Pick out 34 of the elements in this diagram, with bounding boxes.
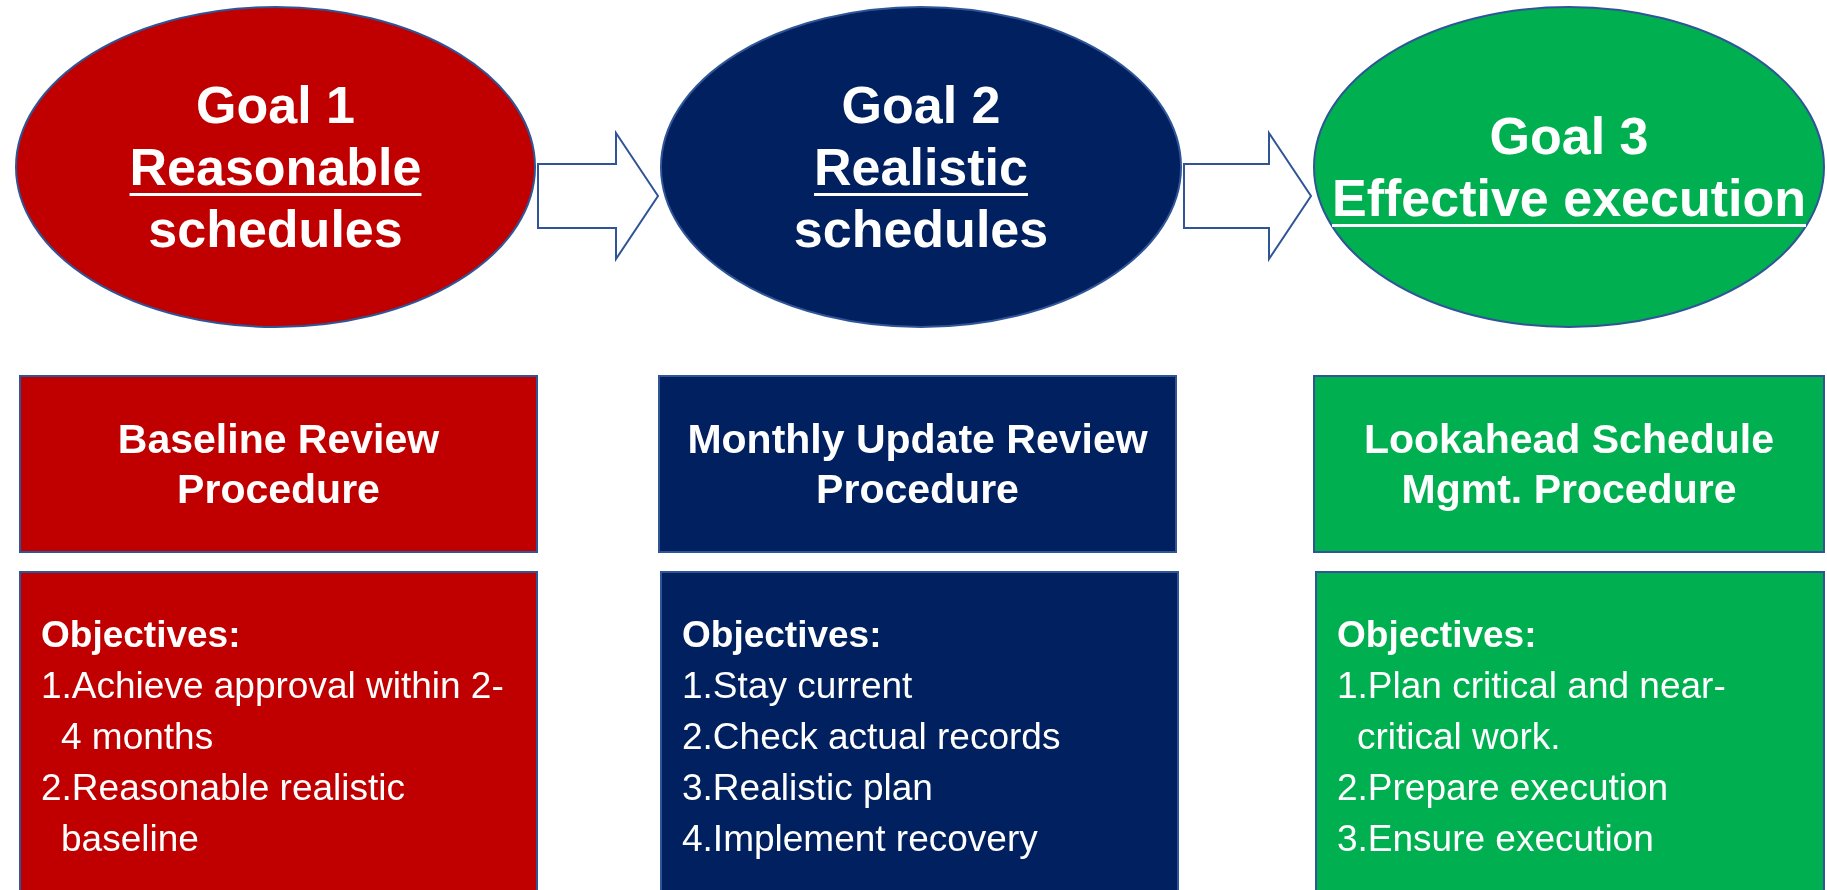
block-arrow — [537, 129, 660, 263]
objectives-box — [1315, 571, 1825, 890]
objectives-heading: Objectives: — [682, 613, 883, 657]
objective-item: 2.Check actual records — [682, 715, 1062, 759]
objectives-box — [660, 571, 1179, 890]
goal-title: Realistic — [814, 137, 1028, 198]
objective-item: 4.Implement recovery — [682, 817, 1039, 861]
goal-ellipse — [15, 6, 536, 328]
procedure-title: Lookahead Schedule Mgmt. Procedure — [1362, 415, 1776, 514]
objective-item: 1.Achieve approval within 2-4 months — [41, 664, 505, 759]
block-arrow — [1183, 129, 1313, 263]
procedure-title: Baseline Review Procedure — [116, 415, 441, 514]
objective-item: 3.Ensure execution — [1337, 817, 1655, 861]
objectives-heading: Objectives: — [41, 613, 242, 657]
goal-heading: Goal 1 — [196, 75, 355, 136]
objectives-box — [19, 571, 538, 890]
procedure-box — [19, 375, 538, 553]
objective-item: 1.Plan critical and near-critical work. — [1337, 664, 1727, 759]
objective-item: 2.Reasonable realistic baseline — [41, 766, 407, 861]
goal-heading: Goal 3 — [1489, 106, 1649, 167]
goal-title: Effective execution — [1332, 168, 1806, 229]
objectives-heading: Objectives: — [1337, 613, 1538, 657]
objective-item: 1.Stay current — [682, 664, 914, 708]
goal-title: schedules — [793, 199, 1049, 260]
objective-item: 2.Prepare execution — [1337, 766, 1670, 810]
procedure-title: Monthly Update Review Procedure — [686, 415, 1149, 514]
procedure-box — [1313, 375, 1825, 553]
goal-title: schedules — [148, 199, 403, 260]
procedure-box — [658, 375, 1177, 553]
goal-ellipse — [660, 6, 1182, 328]
goal-title: Reasonable — [129, 137, 422, 198]
goal-heading: Goal 2 — [841, 75, 1001, 136]
goal-ellipse — [1313, 6, 1825, 328]
objective-item: 3.Realistic plan — [682, 766, 934, 810]
